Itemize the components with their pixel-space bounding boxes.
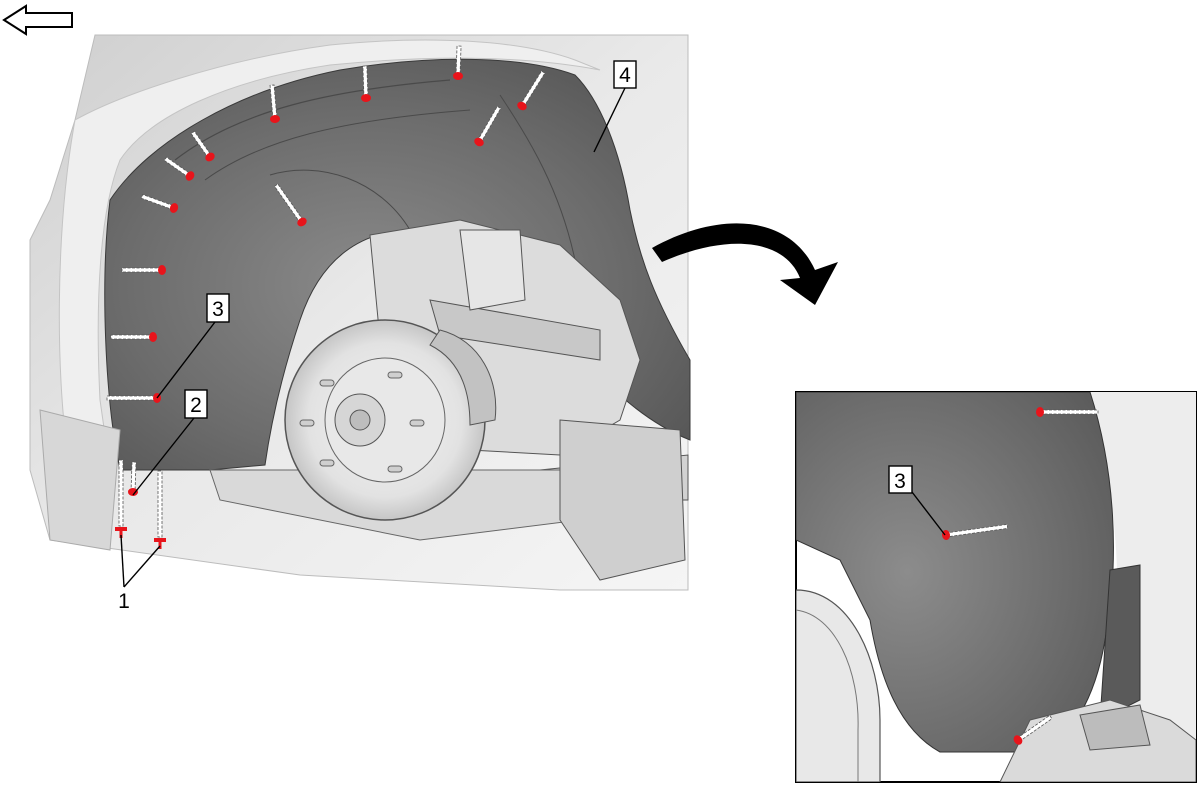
push-pin-fastener-icon xyxy=(128,461,138,497)
push-pin-fastener-icon xyxy=(1036,407,1099,417)
push-pin-fastener-icon xyxy=(517,70,546,111)
svg-text:3: 3 xyxy=(212,298,224,321)
main-view: 4 3 2 1 xyxy=(29,34,691,613)
push-pin-fastener-icon xyxy=(163,156,195,181)
push-pin-fastener-icon xyxy=(453,45,463,81)
callout-1: 1 xyxy=(118,590,130,613)
left-arrow-icon xyxy=(2,4,73,36)
push-pin-fastener-icon xyxy=(941,523,1009,540)
svg-text:4: 4 xyxy=(619,64,631,87)
push-pin-fastener-icon xyxy=(115,459,127,538)
curved-arrow-icon xyxy=(652,223,838,305)
push-pin-fastener-icon xyxy=(110,332,157,342)
push-pin-fastener-icon xyxy=(154,470,166,549)
fastener-group xyxy=(106,45,546,549)
push-pin-fastener-icon xyxy=(140,193,179,213)
callout-2: 2 xyxy=(184,389,208,419)
svg-text:1: 1 xyxy=(118,590,130,613)
lower-bumper xyxy=(39,409,121,551)
push-pin-fastener-icon xyxy=(361,65,371,103)
callout-4: 4 xyxy=(613,60,637,89)
push-pin-fastener-icon xyxy=(273,183,307,227)
push-pin-fastener-icon xyxy=(474,105,502,147)
push-pin-fastener-icon xyxy=(121,265,166,275)
svg-text:3: 3 xyxy=(894,470,906,493)
inset-detail-view: 3 xyxy=(795,391,1197,783)
svg-text:2: 2 xyxy=(190,394,202,417)
inset-fastener-group xyxy=(941,407,1099,745)
push-pin-fastener-icon xyxy=(190,130,215,162)
callout-3: 3 xyxy=(206,293,230,323)
inset-callout-3: 3 xyxy=(888,465,913,494)
suspension-assembly xyxy=(209,219,689,581)
inset-rotor xyxy=(796,589,881,782)
push-pin-fastener-icon xyxy=(1013,714,1053,745)
push-pin-fastener-icon xyxy=(269,84,280,124)
brake-rotor xyxy=(284,319,497,521)
